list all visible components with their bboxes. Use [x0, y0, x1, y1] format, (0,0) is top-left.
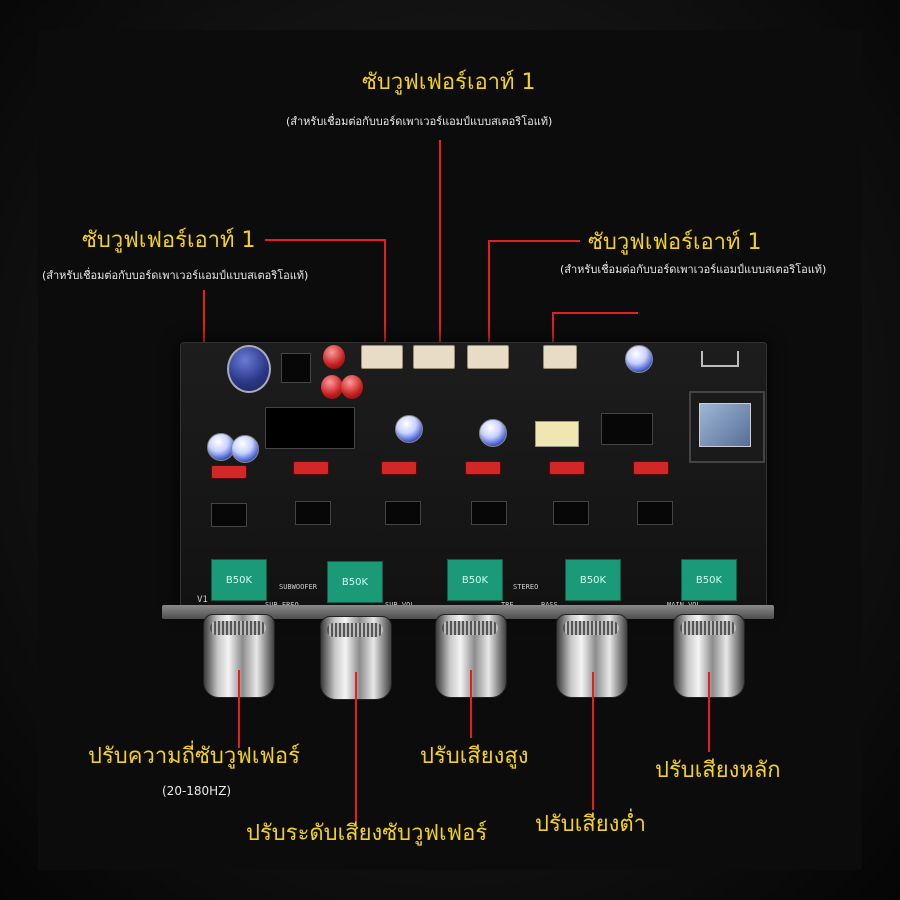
right-output-subtitle: (สำหรับเชื่อมต่อกับบอร์ดเพาเวอร์แอมป์แบบ… — [560, 263, 827, 276]
sub-volume-title: ปรับระดับเสียงซับวูฟเฟอร์ — [246, 821, 488, 846]
capacitor-blue — [479, 419, 507, 447]
resistor — [211, 465, 247, 479]
silk-subwoofer: SUBWOOFER — [279, 583, 317, 591]
leader-line — [439, 140, 441, 350]
resistor — [465, 461, 501, 475]
bluetooth-module — [689, 391, 765, 463]
resistor — [381, 461, 417, 475]
leader-line — [592, 672, 594, 810]
opamp-chip — [553, 501, 589, 525]
leader-line — [384, 239, 386, 351]
capacitor-large — [227, 345, 271, 393]
silk-stereo: STEREO — [513, 583, 539, 591]
top-output-title: ซับวูฟเฟอร์เอาท์ 1 — [362, 70, 536, 95]
resistor — [633, 461, 669, 475]
sub-frequency-range: (20-180HZ) — [162, 784, 232, 798]
opamp-chip — [295, 501, 331, 525]
leader-line — [708, 672, 710, 752]
opamp-chip — [471, 501, 507, 525]
opamp-chip — [385, 501, 421, 525]
pot-body: B50K — [565, 559, 621, 601]
leader-line — [552, 312, 554, 358]
input-connector — [543, 345, 577, 369]
bluetooth-shield — [699, 403, 751, 447]
pot-body: B50K — [447, 559, 503, 601]
capacitor-blue — [207, 433, 235, 461]
treble-title: ปรับเสียงสูง — [420, 744, 529, 769]
opamp-chip — [637, 501, 673, 525]
leader-line — [238, 670, 240, 748]
output-connector-center — [413, 345, 455, 369]
capacitor-blue — [231, 435, 259, 463]
sub-volume-knob[interactable] — [320, 616, 392, 700]
capacitor-red — [323, 345, 345, 369]
pot-body: B50K — [211, 559, 267, 601]
resistor — [293, 461, 329, 475]
silk-version: V1 — [197, 595, 208, 605]
left-output-title: ซับวูฟเฟอร์เอาท์ 1 — [82, 228, 256, 253]
capacitor-red — [341, 375, 363, 399]
leader-line — [488, 240, 490, 351]
leader-line — [470, 670, 472, 738]
capacitor-blue — [625, 345, 653, 373]
capacitor-red — [321, 375, 343, 399]
regulator-chip — [281, 353, 311, 383]
leader-line — [355, 672, 357, 822]
sub-frequency-title: ปรับความถี่ซับวูฟเฟอร์ — [88, 744, 300, 769]
pot-body: B50K — [681, 559, 737, 601]
antenna-icon — [701, 351, 739, 367]
pcb-board: B50K B50K B50K B50K B50K SUBWOOFER STERE… — [180, 342, 767, 612]
pot-body: B50K — [327, 561, 383, 603]
resistor — [549, 461, 585, 475]
top-output-subtitle: (สำหรับเชื่อมต่อกับบอร์ดเพาเวอร์แอมป์แบบ… — [286, 115, 553, 128]
power-chip — [265, 407, 355, 449]
capacitor-blue — [395, 415, 423, 443]
right-output-title: ซับวูฟเฟอร์เอาท์ 1 — [588, 230, 762, 255]
left-output-subtitle: (สำหรับเชื่อมต่อกับบอร์ดเพาเวอร์แอมป์แบบ… — [42, 269, 309, 282]
opamp-chip — [211, 503, 247, 527]
leader-line — [203, 290, 205, 380]
output-connector-right — [467, 345, 509, 369]
bass-title: ปรับเสียงต่ำ — [535, 812, 646, 837]
leader-line — [552, 312, 638, 314]
main-volume-title: ปรับเสียงหลัก — [655, 758, 781, 783]
output-connector-left — [361, 345, 403, 369]
relay — [535, 421, 579, 447]
ic-chip — [601, 413, 653, 445]
leader-line — [488, 240, 580, 242]
leader-line — [265, 239, 385, 241]
